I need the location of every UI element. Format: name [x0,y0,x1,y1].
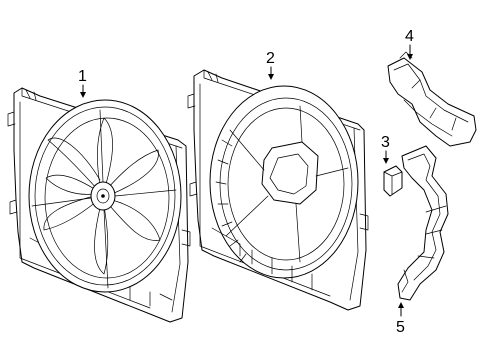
callout-4: 4 [405,28,414,60]
part-3-bracket [383,165,403,197]
callout-label-5: 5 [396,319,405,336]
callout-label-1: 1 [78,68,87,85]
callout-5: 5 [396,302,405,336]
callout-label-3: 3 [381,134,390,151]
callout-2: 2 [266,50,275,80]
callout-3: 3 [381,134,390,164]
callout-1: 1 [78,68,87,98]
part-1-fan-assembly [7,87,191,323]
callout-label-4: 4 [405,28,414,45]
callout-label-2: 2 [266,50,275,67]
part-5-air-duct-lower [397,145,449,301]
part-2-fan-shroud [187,69,369,311]
part-4-air-duct-upper [387,51,477,147]
